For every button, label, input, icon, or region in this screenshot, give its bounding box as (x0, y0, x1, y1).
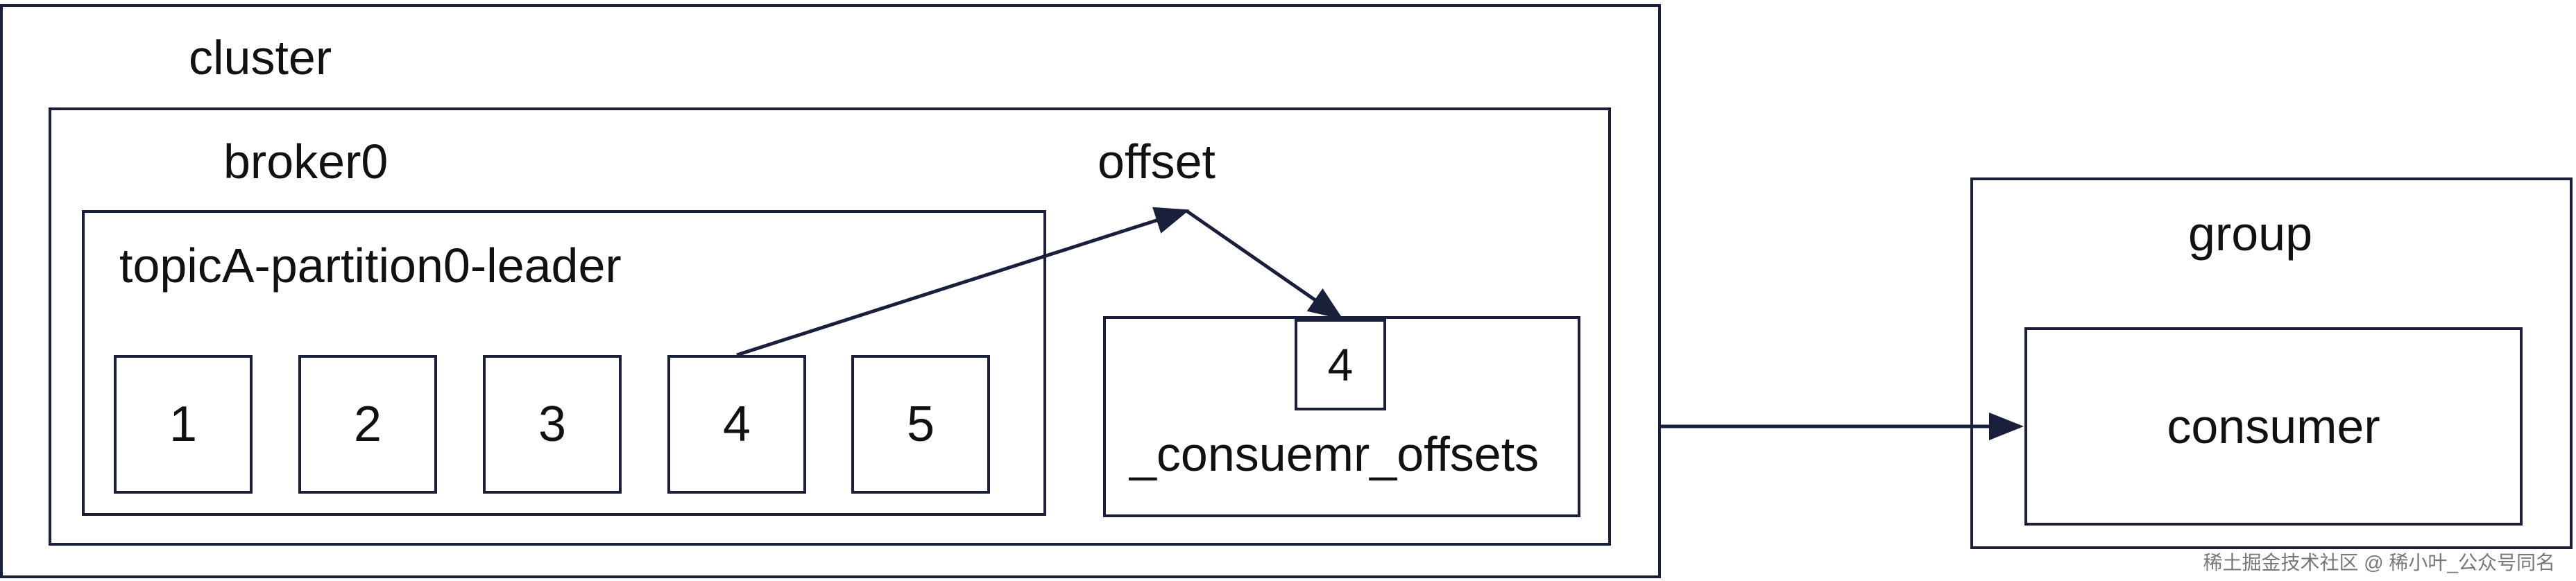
consumer-box: consumer (2024, 327, 2523, 526)
partition-cell-4: 4 (667, 355, 806, 494)
watermark-text: 稀土掘金技术社区 @ 稀小叶_公众号同名 (2203, 552, 2555, 573)
offsets-store-value: 4 (1295, 319, 1386, 410)
arrow-cell4-to-offset (736, 207, 1190, 357)
group-label: group (2188, 207, 2313, 261)
consumer-label: consumer (2167, 399, 2380, 453)
partition-cell-3: 3 (483, 355, 622, 494)
partition-label: topicA-partition0-leader (119, 239, 622, 293)
partition-cell-1: 1 (114, 355, 253, 494)
partition-cell-2: 2 (298, 355, 437, 494)
offset-label: offset (1098, 135, 1216, 189)
arrow-offset-to-store (1185, 209, 1344, 320)
broker-label: broker0 (223, 135, 389, 189)
offsets-store-label: _consuemr_offsets (1129, 427, 1539, 481)
cluster-label: cluster (189, 31, 332, 85)
partition-cell-5: 5 (851, 355, 990, 494)
